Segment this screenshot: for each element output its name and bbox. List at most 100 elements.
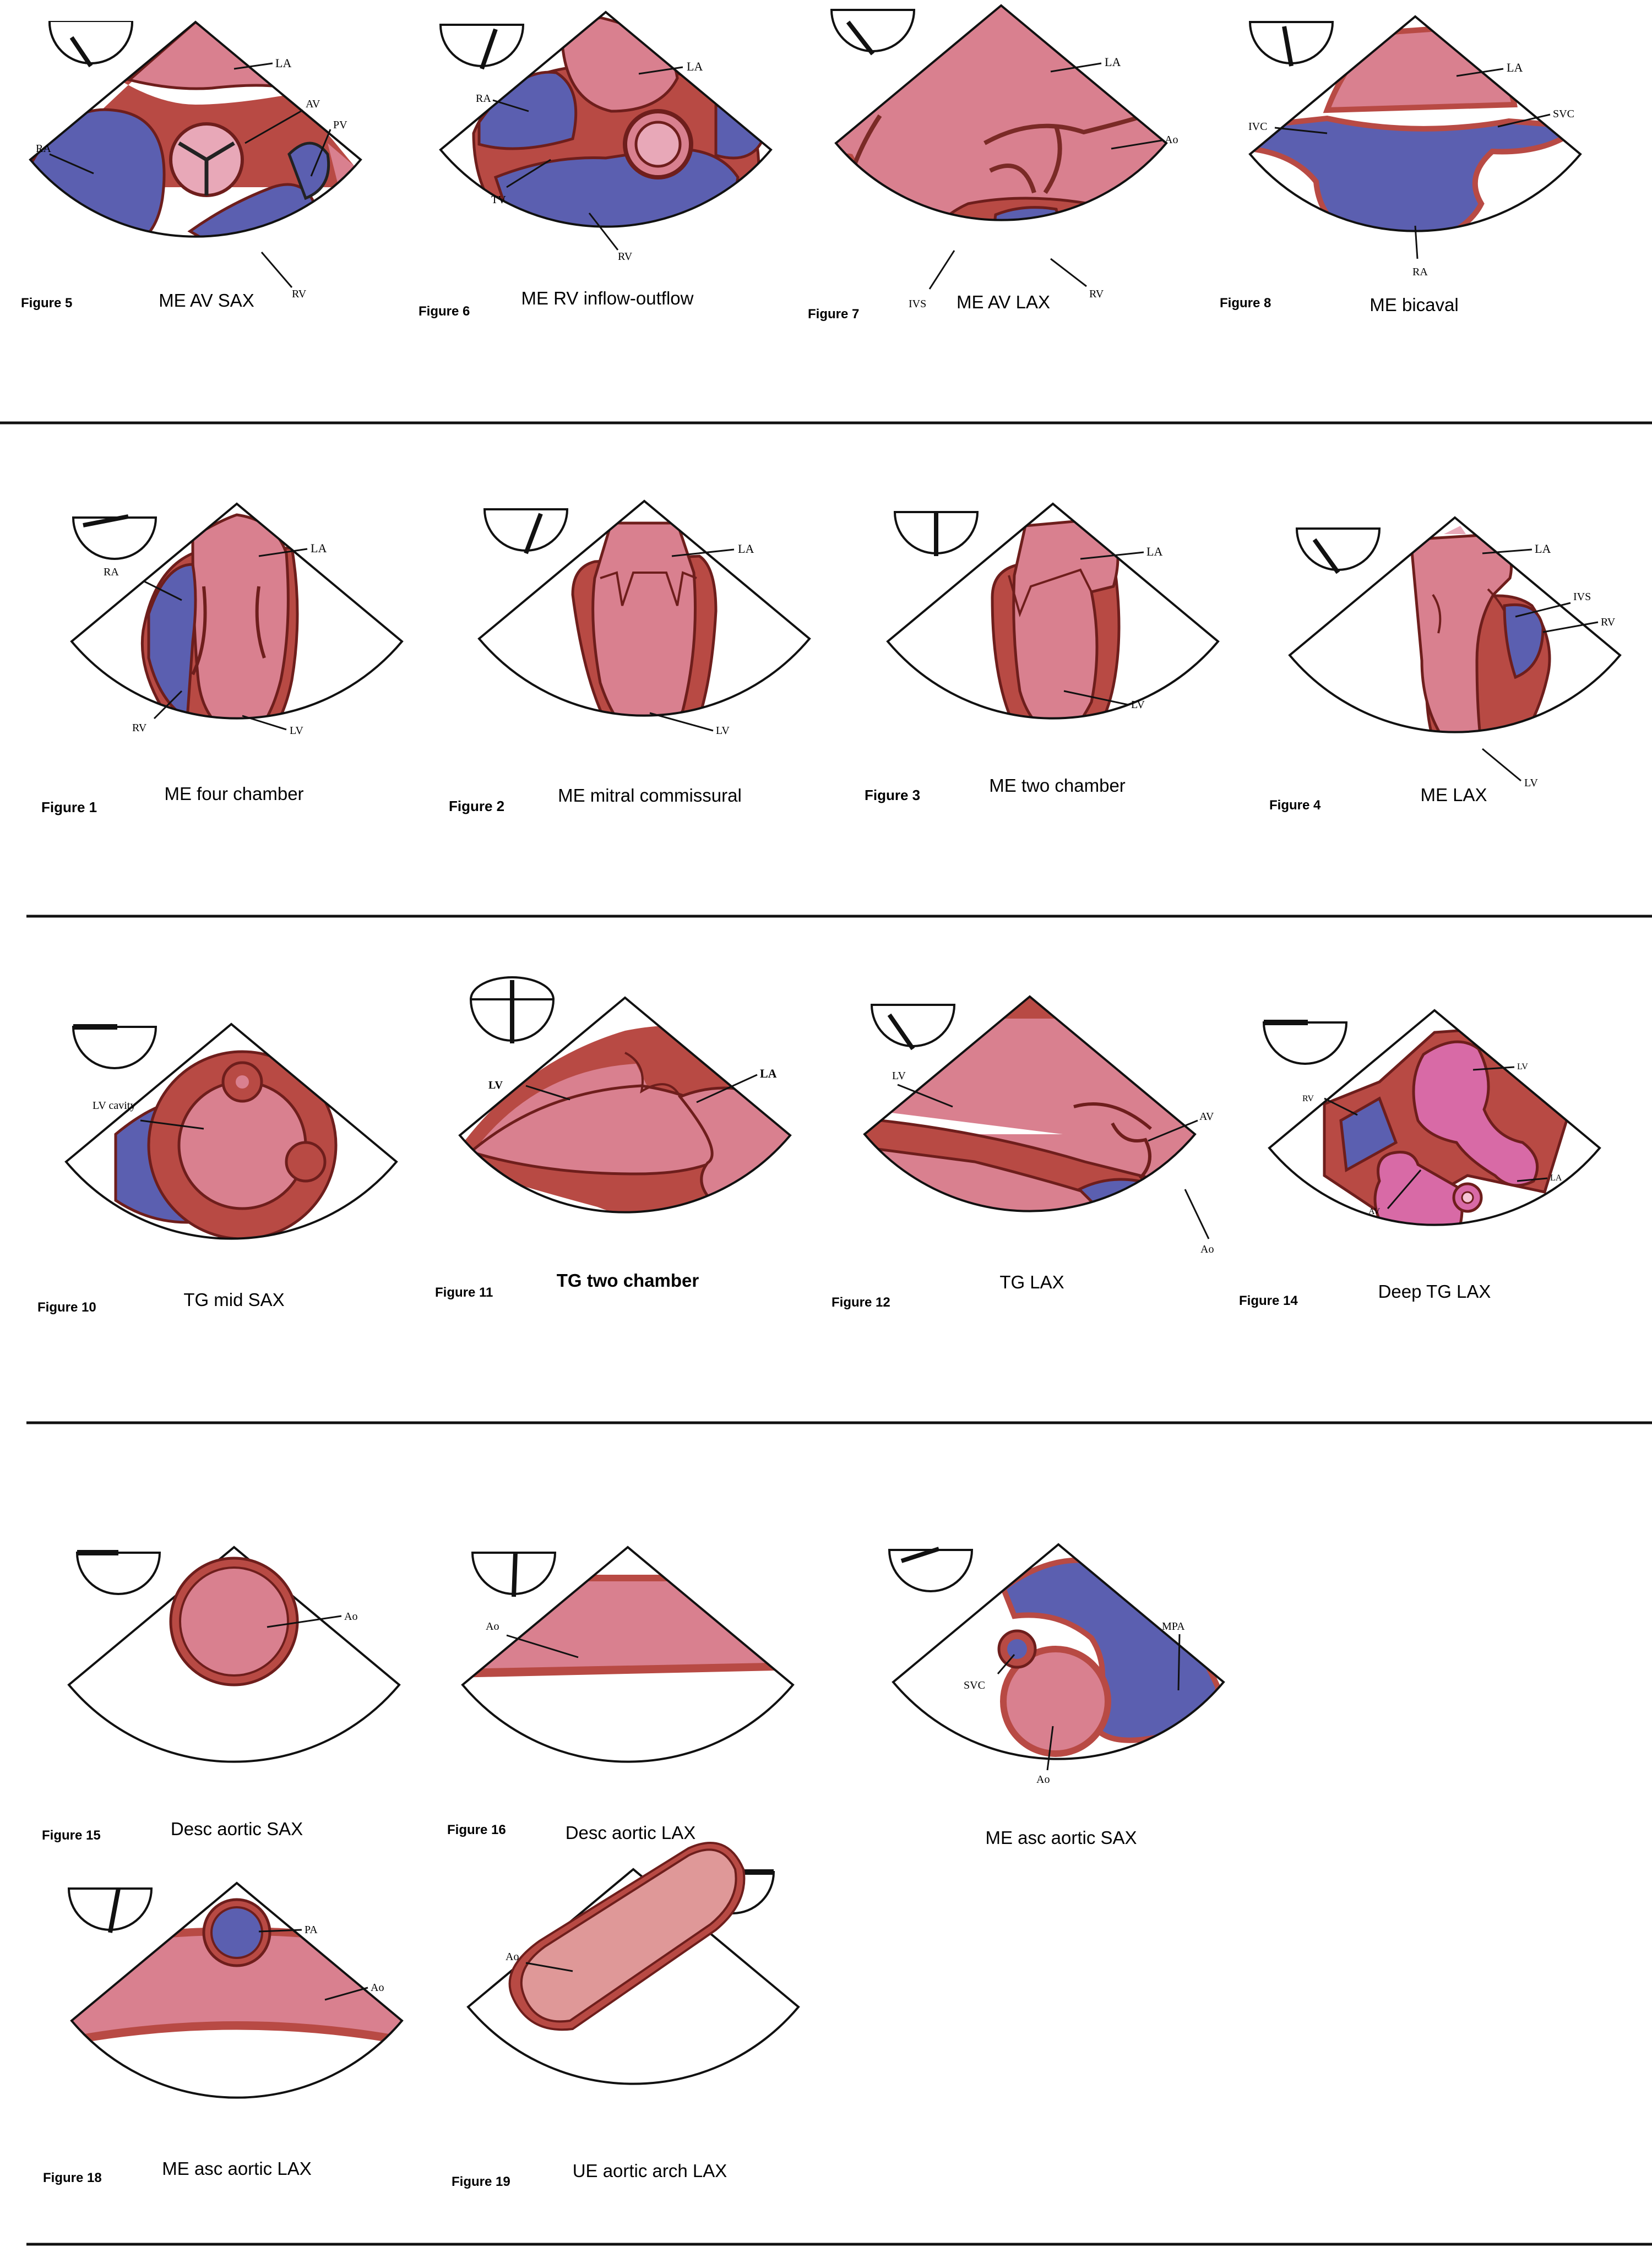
view-title: TG two chamber	[557, 1270, 699, 1291]
omniplane-icon	[889, 1549, 972, 1591]
svg-text:LA: LA	[738, 542, 754, 556]
figure-7-panel: LA Ao IVS RV Figure 7 ME AV LAX	[803, 0, 1199, 322]
figure-1-panel: LA RA RV LV Figure 1 ME four chamber	[39, 498, 435, 815]
label-lv: LV	[1482, 749, 1538, 789]
view-title: Desc aortic SAX	[171, 1819, 303, 1839]
svg-text:Ao: Ao	[1200, 1243, 1214, 1255]
omniplane-icon	[1250, 22, 1333, 66]
figure-number: Figure 6	[419, 304, 470, 319]
figure-number: Figure 16	[447, 1822, 506, 1837]
label-lv: LV	[242, 716, 303, 737]
omniplane-icon	[1297, 529, 1379, 573]
view-title: ME mitral commissural	[558, 785, 742, 806]
label-ao: Ao	[1185, 1189, 1214, 1255]
view-title: ME asc aortic SAX	[985, 1827, 1137, 1848]
view-title: UE aortic arch LAX	[573, 2161, 727, 2181]
label-lv: LV	[650, 713, 730, 737]
omniplane-icon	[832, 10, 914, 54]
view-title: ME RV inflow-outflow	[521, 288, 693, 308]
omniplane-icon	[69, 1889, 151, 1933]
omniplane-icon	[1264, 1022, 1346, 1064]
figure-number: Figure 7	[808, 307, 859, 322]
svg-text:LA: LA	[760, 1067, 777, 1080]
svg-text:IVS: IVS	[1573, 591, 1591, 603]
view-title: ME LAX	[1420, 785, 1487, 805]
figure-number: Figure 14	[1239, 1293, 1298, 1308]
figure-number: Figure 11	[435, 1285, 493, 1300]
svg-text:LA: LA	[1146, 545, 1162, 558]
svg-text:LV: LV	[716, 725, 730, 737]
svg-text:Ao: Ao	[506, 1951, 519, 1963]
view-title: ME bicaval	[1370, 295, 1458, 315]
view-title: TG mid SAX	[183, 1290, 284, 1310]
svg-text:LA: LA	[687, 59, 703, 73]
omniplane-icon	[73, 1027, 156, 1068]
figure-number: Figure 12	[832, 1295, 890, 1310]
svg-text:RA: RA	[104, 566, 119, 578]
svg-text:LV: LV	[1131, 699, 1145, 711]
view-title: TG LAX	[999, 1272, 1064, 1292]
figure-number: Figure 5	[21, 296, 72, 311]
figure-18-panel: PA Ao Figure 18 ME asc aortic LAX	[39, 1878, 435, 2185]
svg-text:Ao: Ao	[371, 1982, 384, 1994]
omniplane-icon	[50, 22, 132, 66]
svg-text:Ao: Ao	[344, 1611, 357, 1623]
svg-text:LA: LA	[1105, 55, 1121, 69]
figure-number: Figure 10	[37, 1300, 96, 1315]
svg-text:RA: RA	[476, 93, 491, 105]
view-title: Desc aortic LAX	[566, 1822, 696, 1843]
label-ivs: IVS	[909, 251, 954, 310]
svg-text:LV: LV	[892, 1070, 906, 1082]
figure-17-panel: MPA SVC Ao ME asc aortic SAX	[860, 1539, 1257, 1848]
svg-text:AV: AV	[1199, 1111, 1214, 1123]
view-title: ME AV LAX	[957, 292, 1050, 312]
svg-text:Ao: Ao	[486, 1620, 499, 1633]
svg-text:RV: RV	[1089, 288, 1104, 300]
svg-text:LA: LA	[1535, 542, 1551, 556]
svg-text:RV: RV	[618, 251, 633, 263]
svg-text:LV cavity: LV cavity	[93, 1100, 135, 1112]
label-rv: RV	[262, 252, 307, 300]
svg-text:LV: LV	[1517, 1062, 1528, 1071]
figure-number: Figure 4	[1269, 798, 1321, 813]
svg-text:LV: LV	[1524, 777, 1538, 789]
figure-8-panel: LA IVC SVC RA Figure 8 ME bicaval	[1217, 11, 1613, 315]
figure-number: Figure 8	[1220, 296, 1271, 311]
svg-text:RA: RA	[1412, 266, 1428, 278]
omniplane-icon	[471, 977, 553, 1043]
view-title: ME two chamber	[989, 775, 1126, 796]
figure-number: Figure 2	[449, 798, 504, 814]
figure-number: Figure 19	[452, 2174, 510, 2189]
svg-text:SVC: SVC	[1553, 108, 1574, 120]
figure-4-panel: LA IVS RV LV Figure 4 ME LAX	[1257, 512, 1652, 813]
figure-12-panel: LV AV Ao Figure 12 TG LAX	[832, 991, 1228, 1310]
omniplane-icon	[872, 1005, 954, 1049]
view-title: Deep TG LAX	[1378, 1281, 1491, 1302]
svg-text:LA: LA	[275, 56, 291, 70]
figure-11-panel: LV LA Figure 11 TG two chamber	[427, 977, 823, 1300]
svg-text:AV: AV	[1368, 1207, 1380, 1216]
figure-10-panel: LV cavity Figure 10 TG mid SAX	[33, 1019, 430, 1315]
svg-text:MPA: MPA	[1162, 1620, 1185, 1633]
omniplane-icon	[441, 25, 523, 69]
figure-3-panel: LA LV Figure 3 ME two chamber	[855, 498, 1251, 803]
svg-text:RA: RA	[36, 143, 51, 155]
svg-text:Ao: Ao	[1036, 1773, 1050, 1786]
figure-number: Figure 1	[41, 799, 97, 815]
svg-text:PA: PA	[305, 1924, 318, 1936]
svg-text:SVC: SVC	[964, 1679, 985, 1691]
figure-6-panel: LA RA TV RV Figure 6 ME RV inflow-outflo…	[407, 7, 804, 319]
svg-text:RV: RV	[1601, 616, 1616, 628]
svg-text:LV: LV	[290, 725, 303, 737]
svg-text:LA: LA	[1550, 1173, 1562, 1183]
label-rv: RV	[1051, 259, 1104, 300]
svg-text:RV: RV	[1302, 1094, 1314, 1103]
omniplane-icon	[472, 1553, 555, 1597]
svg-text:RV: RV	[292, 288, 307, 300]
figure-16-panel: Ao Figure 16 Desc aortic LAX	[430, 1542, 826, 1843]
figure-number: Figure 18	[43, 2170, 102, 2185]
omniplane-icon	[895, 512, 977, 556]
svg-text:Ao: Ao	[1165, 134, 1178, 146]
figure-14-panel: LV RV LA AV Figure 14 Deep TG LAX	[1236, 1005, 1633, 1308]
svg-text:IVC: IVC	[1248, 121, 1267, 133]
